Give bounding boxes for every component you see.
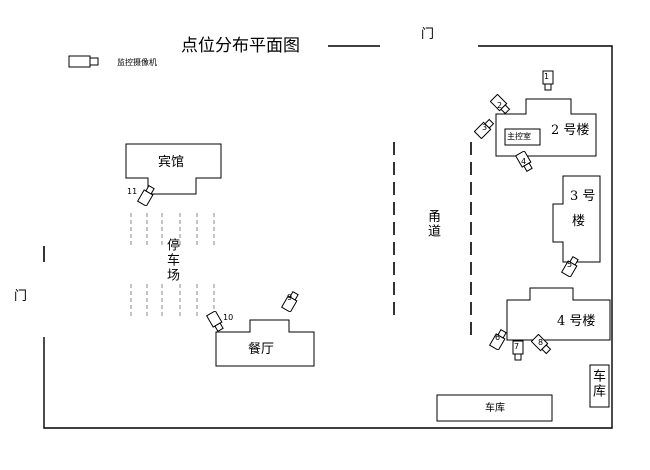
camera-1-number: 1: [544, 72, 550, 81]
garage-bottom-outline: [436, 394, 553, 422]
garage-side-label: 车库: [590, 369, 605, 399]
parking-label: 停车场: [164, 238, 179, 283]
camera-11-number: 11: [127, 187, 138, 196]
building2-label: 2 号楼: [551, 123, 590, 138]
camera-9-number: 9: [287, 293, 293, 302]
camera-1-icon: [537, 70, 559, 92]
hotel-outline: [125, 143, 222, 195]
camera-4-icon: [514, 151, 536, 173]
road-label: 甬道: [425, 209, 440, 239]
building4-label: 4 号楼: [557, 314, 596, 329]
building3-label-line1: 3 号: [570, 189, 596, 204]
restaurant-label: 餐厅: [248, 342, 275, 357]
camera-legend-icon: [68, 54, 102, 70]
camera-3-number: 3: [482, 123, 488, 132]
camera-legend-label: 监控摄像机: [117, 58, 157, 67]
garage-side-outline: [589, 364, 610, 408]
outer-wall: [43, 45, 613, 429]
camera-11-icon: [136, 184, 158, 206]
camera-2-number: 2: [497, 101, 503, 110]
camera-9-icon: [280, 290, 302, 312]
restaurant-outline: [215, 319, 315, 367]
camera-8-icon: [531, 334, 553, 356]
camera-7-icon: [507, 340, 529, 362]
top-gate-label: 门: [421, 27, 435, 42]
control-room-label: 主控室: [507, 132, 531, 141]
left-gate-label: 门: [14, 289, 28, 304]
building4-outline: [506, 287, 611, 341]
control-room-outline: [504, 128, 541, 146]
page-title: 点位分布平面图: [181, 36, 300, 56]
camera-2-icon: [490, 94, 512, 116]
camera-10-number: 10: [223, 313, 234, 322]
camera-5-icon: [560, 255, 582, 277]
camera-6-number: 6: [495, 333, 501, 342]
camera-8-number: 8: [538, 338, 544, 347]
camera-3-icon: [474, 117, 496, 139]
garage-bottom-label: 车库: [485, 403, 505, 414]
camera-6-icon: [488, 328, 510, 350]
camera-10-icon: [205, 311, 227, 333]
building3-outline: [552, 175, 601, 263]
hotel-label: 宾馆: [158, 155, 185, 170]
camera-7-number: 7: [514, 342, 520, 351]
camera-4-number: 4: [521, 157, 527, 166]
camera-5-number: 5: [567, 260, 573, 269]
building3-label-line2: 楼: [572, 214, 586, 229]
